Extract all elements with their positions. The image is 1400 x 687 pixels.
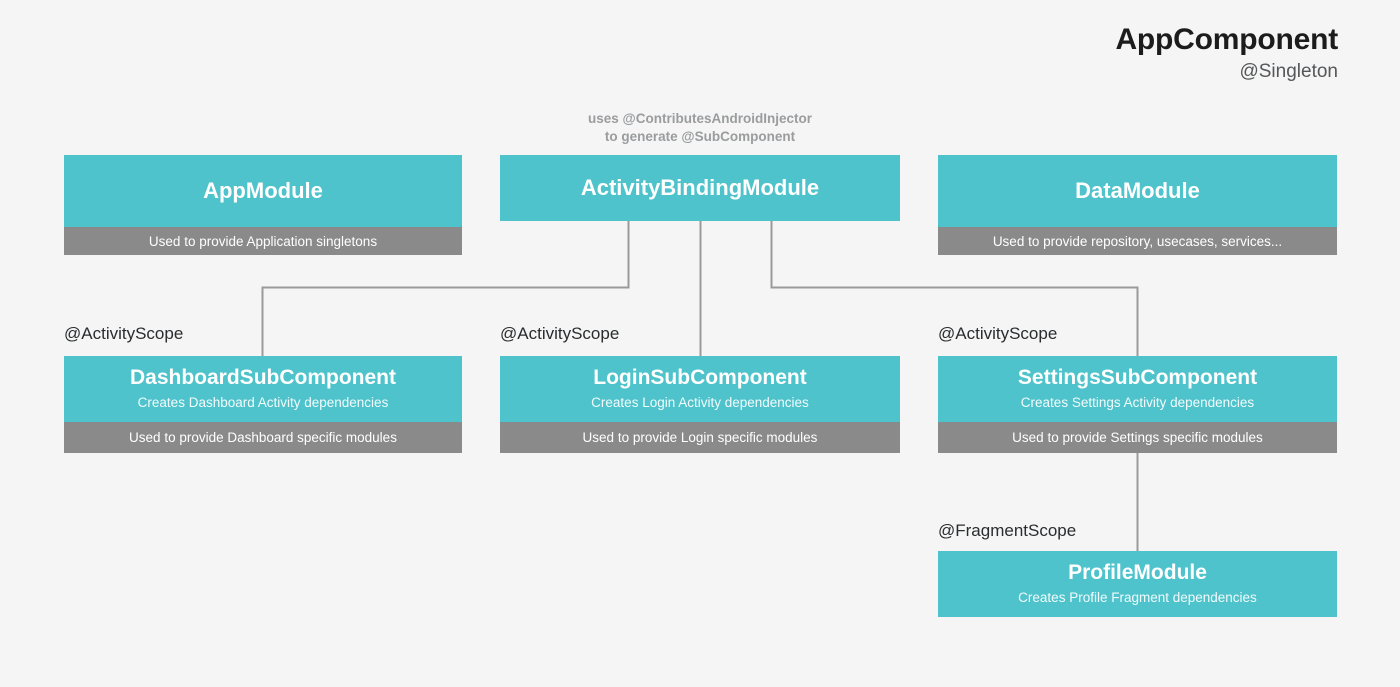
settings-subcomponent-body: SettingsSubComponent Creates Settings Ac… xyxy=(938,356,1337,422)
note-line-2: to generate @SubComponent xyxy=(604,129,796,145)
data-module-title: DataModule xyxy=(1075,178,1200,204)
app-module-title: AppModule xyxy=(203,178,323,204)
node-app-module[interactable]: AppModule Used to provide Application si… xyxy=(64,155,462,255)
scope-label-dashboard: @ActivityScope xyxy=(64,324,184,343)
login-subcomponent-title: LoginSubComponent xyxy=(593,366,807,390)
node-profile-module[interactable]: ProfileModule Creates Profile Fragment d… xyxy=(938,551,1337,617)
settings-subcomponent-subtitle: Creates Settings Activity dependencies xyxy=(1020,395,1255,411)
activity-binding-module-title: ActivityBindingModule xyxy=(580,175,820,201)
app-module-footer: Used to provide Application singletons xyxy=(64,227,462,255)
node-login-subcomponent[interactable]: LoginSubComponent Creates Login Activity… xyxy=(500,356,900,453)
login-subcomponent-footer: Used to provide Login specific modules xyxy=(500,422,900,453)
scope-label-login: @ActivityScope xyxy=(500,324,620,343)
node-dashboard-subcomponent[interactable]: DashboardSubComponent Creates Dashboard … xyxy=(64,356,462,453)
dashboard-subcomponent-body: DashboardSubComponent Creates Dashboard … xyxy=(64,356,462,422)
profile-module-title: ProfileModule xyxy=(1068,561,1207,585)
diagram-header: AppComponent @Singleton xyxy=(1115,22,1338,85)
dashboard-subcomponent-subtitle: Creates Dashboard Activity dependencies xyxy=(137,395,389,411)
login-subcomponent-subtitle: Creates Login Activity dependencies xyxy=(591,395,809,411)
scope-label-profile: @FragmentScope xyxy=(938,521,1077,540)
login-subcomponent-body: LoginSubComponent Creates Login Activity… xyxy=(500,356,900,422)
settings-subcomponent-footer: Used to provide Settings specific module… xyxy=(938,422,1337,453)
app-module-body: AppModule xyxy=(64,155,462,227)
data-module-footer: Used to provide repository, usecases, se… xyxy=(938,227,1337,255)
profile-module-subtitle: Creates Profile Fragment dependencies xyxy=(1018,590,1257,606)
note-line-1: uses @ContributesAndroidInjector xyxy=(588,111,812,126)
dashboard-subcomponent-footer: Used to provide Dashboard specific modul… xyxy=(64,422,462,453)
dashboard-subcomponent-title: DashboardSubComponent xyxy=(130,366,396,390)
node-activity-binding-module[interactable]: ActivityBindingModule xyxy=(500,155,900,221)
scope-label-settings: @ActivityScope xyxy=(938,324,1058,343)
page-title: AppComponent xyxy=(1115,23,1338,56)
node-settings-subcomponent[interactable]: SettingsSubComponent Creates Settings Ac… xyxy=(938,356,1337,453)
profile-module-body: ProfileModule Creates Profile Fragment d… xyxy=(938,551,1337,617)
node-data-module[interactable]: DataModule Used to provide repository, u… xyxy=(938,155,1337,255)
settings-subcomponent-title: SettingsSubComponent xyxy=(1017,366,1258,390)
activity-binding-module-body: ActivityBindingModule xyxy=(500,155,900,221)
contributes-injector-note: uses @ContributesAndroidInjector to gene… xyxy=(0,110,1400,146)
data-module-body: DataModule xyxy=(938,155,1337,227)
page-subtitle-scope: @Singleton xyxy=(1239,61,1338,82)
